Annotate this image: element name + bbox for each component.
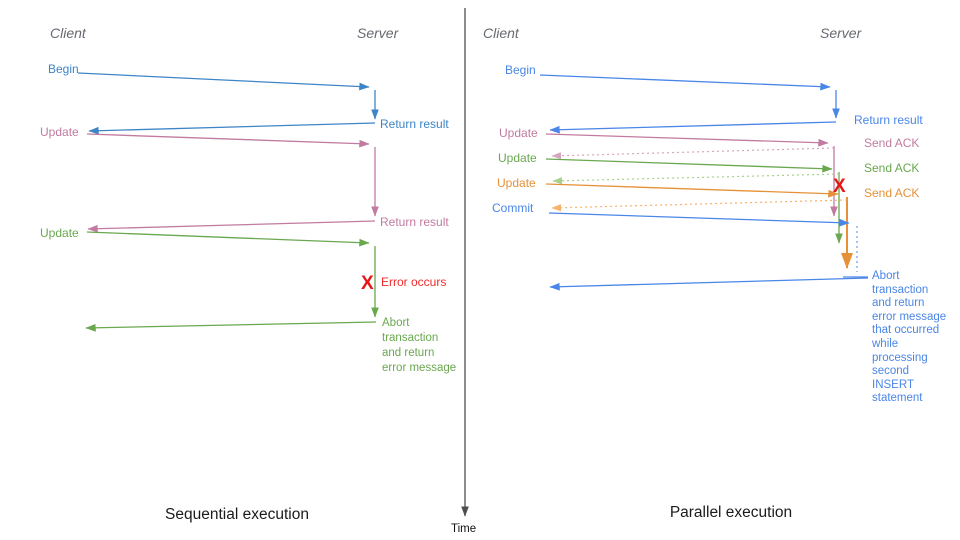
left-update-1-arrow: [86, 133, 370, 148]
left-update-2-arrow: [86, 231, 370, 247]
right-abort-text-line: INSERT: [872, 379, 914, 391]
right-abort-arrow: [549, 277, 869, 291]
right-update-2-arrow: [545, 158, 833, 173]
right-abort-text-line: error message: [872, 311, 946, 323]
right-update-1-label: Update: [499, 126, 538, 140]
right-update-3-label: Update: [497, 176, 536, 190]
right-client-label: Client: [483, 25, 520, 41]
left-abort-text-line: error message: [382, 362, 456, 374]
left-abort-arrow: [85, 321, 377, 332]
left-begin-arrow: [77, 72, 370, 91]
left-update-2-label: Update: [40, 226, 79, 240]
right-abort-text-line: statement: [872, 392, 923, 404]
left-error-x-icon: X: [361, 273, 374, 294]
left-begin-label: Begin: [48, 62, 79, 76]
right-send-ack-1-arrow: [551, 147, 835, 160]
left-abort-text-line: transaction: [382, 332, 438, 344]
right-commit-arrow: [548, 212, 850, 227]
right-send-ack-1-label: Send ACK: [864, 136, 919, 150]
left-error-occurs-label: Error occurs: [381, 275, 446, 289]
right-abort-text-line: and return: [872, 297, 924, 309]
sequential-diagram: Client Server Begin Return result Update…: [40, 25, 456, 523]
parallel-diagram: Client Server Begin Return result Update…: [483, 25, 946, 521]
right-send-ack-3-label: Send ACK: [864, 186, 919, 200]
right-begin-label: Begin: [505, 63, 536, 77]
left-server-label: Server: [357, 25, 400, 41]
time-axis-label: Time: [451, 523, 476, 535]
left-return-result-1-label: Return result: [380, 117, 449, 131]
right-abort-text-line: second: [872, 365, 909, 377]
right-send-ack-2-arrow: [552, 173, 840, 185]
left-abort-text-line: and return: [382, 347, 434, 359]
right-return-result-label: Return result: [854, 113, 923, 127]
right-server-label: Server: [820, 25, 863, 41]
right-abort-text-line: that occurred: [872, 324, 939, 336]
right-send-ack-3-arrow: [551, 199, 848, 212]
right-abort-text-line: Abort: [872, 270, 900, 282]
right-update-3-arrow: [545, 183, 839, 198]
left-caption: Sequential execution: [165, 506, 309, 523]
right-send-ack-2-label: Send ACK: [864, 161, 919, 175]
right-begin-arrow: [539, 74, 831, 91]
left-update-1-label: Update: [40, 125, 79, 139]
left-return-result-2-arrow: [87, 220, 376, 233]
right-return-result-arrow: [549, 121, 837, 134]
left-client-label: Client: [50, 25, 87, 41]
right-update-2-label: Update: [498, 151, 537, 165]
left-return-result-2-label: Return result: [380, 215, 449, 229]
right-error-x-icon: X: [833, 176, 846, 197]
left-abort-text-line: Abort: [382, 317, 410, 329]
right-abort-text-line: while: [871, 338, 898, 350]
right-update-1-arrow: [545, 133, 829, 147]
left-return-result-1-arrow: [88, 122, 376, 135]
time-axis: Time: [451, 8, 476, 535]
right-commit-label: Commit: [492, 201, 534, 215]
right-abort-text-line: transaction: [872, 284, 928, 296]
right-abort-text-line: processing: [872, 352, 928, 364]
right-caption: Parallel execution: [670, 504, 792, 521]
